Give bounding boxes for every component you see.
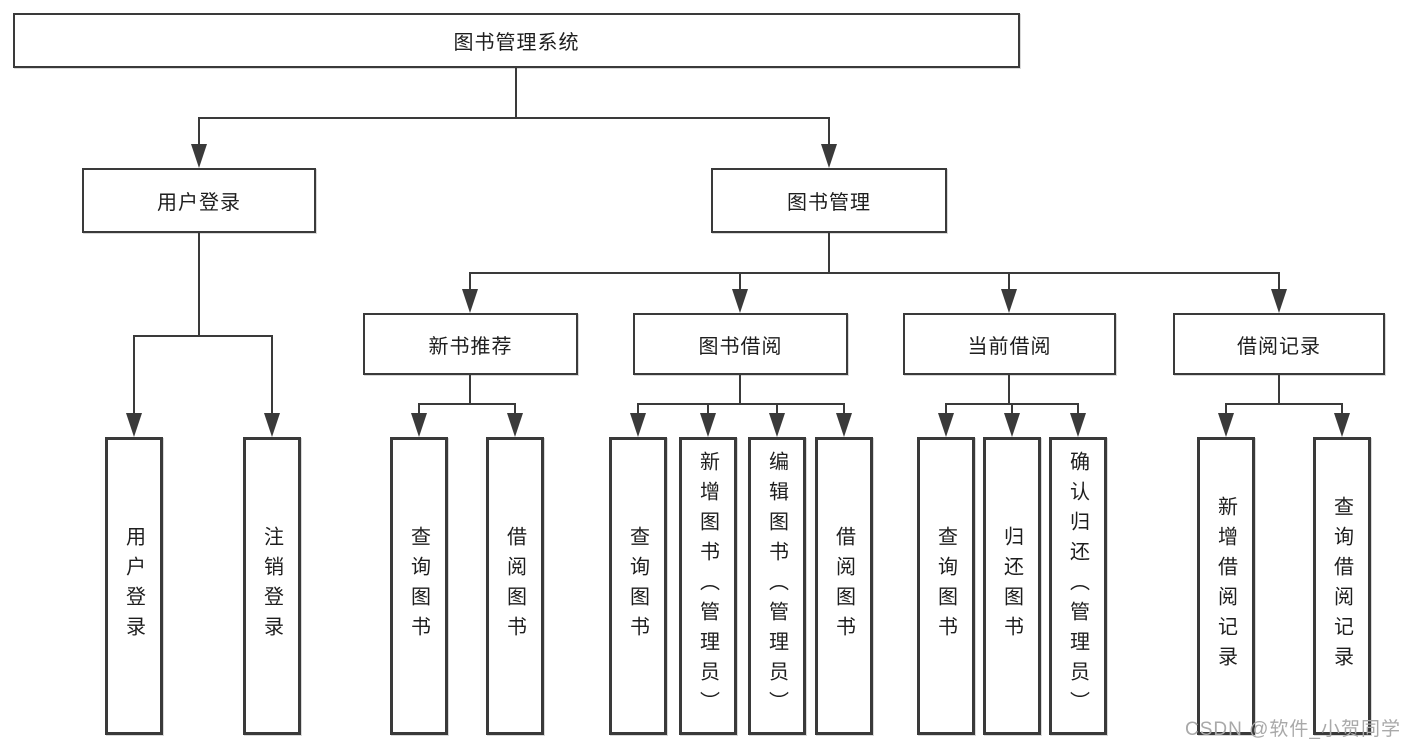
leaf-user-login: 用户登录 — [105, 437, 163, 735]
connector-vline — [1225, 403, 1227, 415]
leaf-add-borrow-record: 新增借阅记录 — [1197, 437, 1255, 735]
connector-vline — [1278, 272, 1280, 291]
connector-vline — [198, 117, 200, 146]
leaf-return-books-label: 归还图书 — [1000, 526, 1023, 646]
connector-vline — [515, 68, 517, 118]
connector-vline — [469, 375, 471, 404]
connector-vline — [828, 117, 830, 146]
connector-vline — [828, 233, 830, 273]
arrowhead-down-icon — [732, 289, 748, 313]
connector-vline — [418, 403, 420, 415]
leaf-edit-books-admin: 编辑图书（管理员） — [748, 437, 806, 735]
connector-vline — [271, 335, 273, 415]
node-root-label: 图书管理系统 — [453, 32, 580, 54]
connector-hline — [419, 403, 516, 405]
node-book-borrow-label: 图书借阅 — [698, 335, 783, 358]
connector-hline — [470, 272, 1279, 274]
leaf-query-books-current-label: 查询图书 — [934, 526, 957, 646]
arrowhead-down-icon — [1001, 289, 1017, 313]
connector-vline — [1341, 403, 1343, 415]
arrowhead-down-icon — [462, 289, 478, 313]
node-current-borrow: 当前借阅 — [903, 313, 1116, 375]
connector-hline — [638, 403, 845, 405]
arrowhead-down-icon — [769, 413, 785, 437]
connector-vline — [776, 403, 778, 415]
arrowhead-down-icon — [821, 144, 837, 168]
leaf-confirm-return-admin: 确认归还（管理员） — [1049, 437, 1107, 735]
arrowhead-down-icon — [1271, 289, 1287, 313]
arrowhead-down-icon — [1070, 413, 1086, 437]
leaf-query-books-current: 查询图书 — [917, 437, 975, 735]
node-book-management: 图书管理 — [711, 168, 947, 233]
connector-vline — [198, 233, 200, 336]
arrowhead-down-icon — [1004, 413, 1020, 437]
node-user-login: 用户登录 — [82, 168, 316, 233]
leaf-borrow-books-recommend-label: 借阅图书 — [503, 526, 526, 646]
connector-vline — [1077, 403, 1079, 415]
connector-hline — [198, 117, 830, 119]
node-borrow-records-label: 借阅记录 — [1237, 335, 1321, 358]
connector-vline — [945, 403, 947, 415]
arrowhead-down-icon — [264, 413, 280, 437]
connector-vline — [469, 272, 471, 291]
leaf-query-books-recommend: 查询图书 — [390, 437, 448, 735]
connector-hline — [134, 335, 273, 337]
leaf-add-books-admin-label: 新增图书（管理员） — [696, 451, 719, 721]
leaf-return-books: 归还图书 — [983, 437, 1041, 735]
arrowhead-down-icon — [836, 413, 852, 437]
arrowhead-down-icon — [1334, 413, 1350, 437]
node-book-borrow: 图书借阅 — [633, 313, 848, 375]
connector-hline — [1226, 403, 1343, 405]
leaf-add-books-admin: 新增图书（管理员） — [679, 437, 737, 735]
leaf-borrow-books: 借阅图书 — [815, 437, 873, 735]
csdn-watermark: CSDN @软件_小贺同学 — [1185, 719, 1401, 740]
leaf-query-borrow-record: 查询借阅记录 — [1313, 437, 1371, 735]
arrowhead-down-icon — [507, 413, 523, 437]
arrowhead-down-icon — [126, 413, 142, 437]
leaf-query-books-recommend-label: 查询图书 — [407, 526, 430, 646]
connector-vline — [739, 272, 741, 291]
connector-vline — [1011, 403, 1013, 415]
arrowhead-down-icon — [700, 413, 716, 437]
arrowhead-down-icon — [191, 144, 207, 168]
arrowhead-down-icon — [1218, 413, 1234, 437]
node-new-book-recommend-label: 新书推荐 — [428, 335, 513, 358]
leaf-logout-label: 注销登录 — [260, 526, 283, 646]
connector-vline — [1008, 272, 1010, 291]
connector-vline — [1008, 375, 1010, 404]
node-borrow-records: 借阅记录 — [1173, 313, 1385, 375]
arrowhead-down-icon — [411, 413, 427, 437]
connector-vline — [637, 403, 639, 415]
arrowhead-down-icon — [630, 413, 646, 437]
connector-vline — [707, 403, 709, 415]
leaf-confirm-return-admin-label: 确认归还（管理员） — [1066, 451, 1089, 721]
arrowhead-down-icon — [938, 413, 954, 437]
leaf-add-borrow-record-label: 新增借阅记录 — [1214, 496, 1237, 676]
leaf-borrow-books-recommend: 借阅图书 — [486, 437, 544, 735]
leaf-logout: 注销登录 — [243, 437, 301, 735]
leaf-query-books-borrow: 查询图书 — [609, 437, 667, 735]
leaf-edit-books-admin-label: 编辑图书（管理员） — [765, 451, 788, 721]
connector-vline — [133, 335, 135, 415]
node-root-system: 图书管理系统 — [13, 13, 1020, 68]
connector-vline — [739, 375, 741, 404]
connector-vline — [1278, 375, 1280, 404]
node-user-login-label: 用户登录 — [157, 192, 241, 214]
connector-vline — [843, 403, 845, 415]
node-book-management-label: 图书管理 — [787, 192, 871, 214]
node-new-book-recommend: 新书推荐 — [363, 313, 578, 375]
leaf-query-borrow-record-label: 查询借阅记录 — [1330, 496, 1353, 676]
leaf-borrow-books-label: 借阅图书 — [832, 526, 855, 646]
node-current-borrow-label: 当前借阅 — [967, 335, 1052, 358]
leaf-query-books-borrow-label: 查询图书 — [626, 526, 649, 646]
connector-vline — [514, 403, 516, 415]
leaf-user-login-label: 用户登录 — [122, 526, 145, 646]
